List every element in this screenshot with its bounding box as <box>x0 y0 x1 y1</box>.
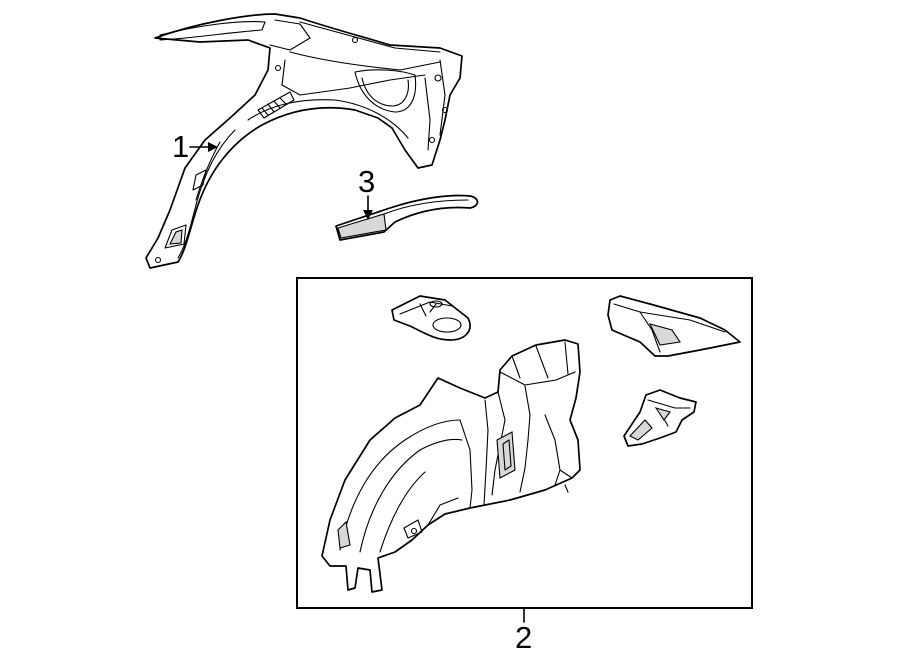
callout-1-label: 1 <box>172 129 189 164</box>
part-2-wheelhouse-liner[interactable] <box>321 339 581 593</box>
part-1-quarter-inner-panel[interactable] <box>145 13 463 269</box>
part-2-group-box: 2 <box>296 277 753 655</box>
part-3-reinforcement[interactable] <box>335 194 479 241</box>
callout-1: 1 <box>172 129 218 164</box>
part-2-side-bracket[interactable] <box>623 389 697 447</box>
callout-3-label: 3 <box>358 164 375 199</box>
part-2-upper-duct[interactable] <box>607 295 741 357</box>
part-2-upper-bracket[interactable] <box>391 295 471 341</box>
callout-2-label: 2 <box>515 620 532 655</box>
callout-3-arrowhead <box>363 210 373 220</box>
callout-3: 3 <box>358 164 375 220</box>
callout-1-arrowhead <box>208 142 218 152</box>
